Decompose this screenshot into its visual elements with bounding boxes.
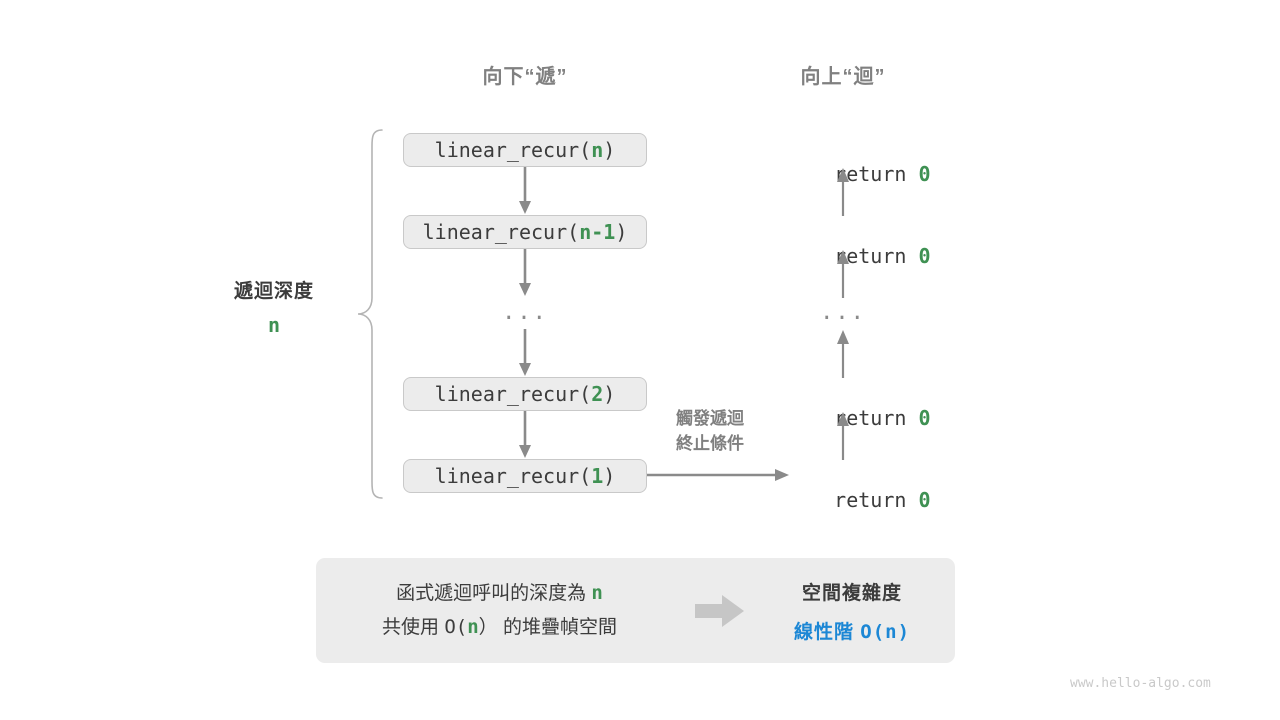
call-box-n-fn: linear_recur(	[434, 138, 592, 162]
call-box-n: linear_recur(n)	[403, 133, 647, 167]
call-box-n-close: )	[603, 138, 616, 162]
call-box-n-arg: n	[591, 138, 604, 162]
summary-arrow-slot	[683, 594, 757, 628]
complexity-summary-panel: 函式遞迴呼叫的深度為 n 共使用 O(n） 的堆疊幀空間 空間複雜度 線性階 O…	[316, 558, 955, 663]
termination-note-line-1: 觸發遞迴	[676, 409, 744, 428]
up-arrow-icon-4	[837, 412, 849, 460]
summary-line-1-n: n	[591, 582, 603, 605]
call-box-n-minus-1-close: )	[615, 220, 628, 244]
space-complexity-value: 線性階 O(n)	[757, 617, 947, 644]
call-box-2: linear_recur(2)	[403, 377, 647, 411]
call-stack-ellipsis: ...	[502, 300, 548, 325]
down-arrow-icon-4	[519, 411, 531, 458]
heading-downward-recursion: 向下“遞”	[482, 66, 568, 88]
space-complexity-bigo: O(n)	[860, 620, 911, 643]
call-box-1: linear_recur(1)	[403, 459, 647, 493]
summary-line-2-n: n	[467, 615, 479, 638]
return-value-2: 0	[918, 244, 931, 268]
recursion-depth-label: 遞迴深度 n	[194, 276, 354, 337]
return-statement-4: return 0	[786, 464, 931, 536]
return-statement-3: return 0	[786, 382, 931, 454]
call-box-1-close: )	[603, 464, 616, 488]
base-case-right-arrow-icon	[647, 469, 789, 481]
site-watermark: www.hello-algo.com	[1070, 676, 1211, 691]
call-box-1-arg: 1	[591, 464, 604, 488]
call-box-n-minus-1-arg: n-1	[579, 220, 616, 244]
down-arrow-icon-2	[519, 249, 531, 296]
up-arrow-icon-1	[837, 168, 849, 216]
call-box-2-close: )	[603, 382, 616, 406]
summary-line-2: 共使用 O(n） 的堆疊幀空間	[316, 611, 683, 644]
down-arrow-icon-3	[519, 329, 531, 376]
summary-conclusion: 空間複雜度 線性階 O(n)	[757, 578, 955, 644]
call-box-1-fn: linear_recur(	[434, 464, 592, 488]
return-value-4: 0	[918, 488, 931, 512]
summary-line-2-big-o: O(	[444, 615, 468, 638]
space-complexity-title: 空間複雜度	[801, 582, 902, 604]
thick-right-arrow-icon	[695, 594, 744, 627]
down-arrow-icon-1	[519, 167, 531, 214]
up-arrow-icon-3	[837, 330, 849, 378]
return-stack-ellipsis: ...	[820, 300, 866, 325]
call-box-n-minus-1-fn: linear_recur(	[422, 220, 580, 244]
recursion-depth-value: n	[267, 313, 281, 337]
summary-line-2-paren: ）	[478, 616, 498, 638]
depth-brace-icon	[357, 129, 383, 499]
summary-description: 函式遞迴呼叫的深度為 n 共使用 O(n） 的堆疊幀空間	[316, 577, 683, 644]
summary-line-2-suffix: 的堆疊幀空間	[497, 616, 617, 638]
call-box-n-minus-1: linear_recur(n-1)	[403, 215, 647, 249]
call-box-2-fn: linear_recur(	[434, 382, 592, 406]
summary-line-2-prefix: 共使用	[382, 616, 445, 638]
summary-line-1: 函式遞迴呼叫的深度為 n	[316, 577, 683, 610]
call-box-2-arg: 2	[591, 382, 604, 406]
return-statement-2: return 0	[786, 220, 931, 292]
return-value-3: 0	[918, 406, 931, 430]
return-value-1: 0	[918, 162, 931, 186]
return-statement-1: return 0	[786, 138, 931, 210]
return-keyword-4: return	[834, 488, 919, 512]
termination-note-line-2: 終止條件	[676, 433, 744, 453]
up-arrow-icon-2	[837, 250, 849, 298]
summary-line-1-text: 函式遞迴呼叫的深度為	[396, 583, 592, 605]
heading-upward-return: 向上“迴”	[800, 66, 886, 88]
space-complexity-order: 線性階	[793, 621, 861, 643]
termination-condition-note: 觸發遞迴 終止條件	[590, 407, 830, 456]
recursion-depth-text: 遞迴深度	[233, 281, 314, 302]
